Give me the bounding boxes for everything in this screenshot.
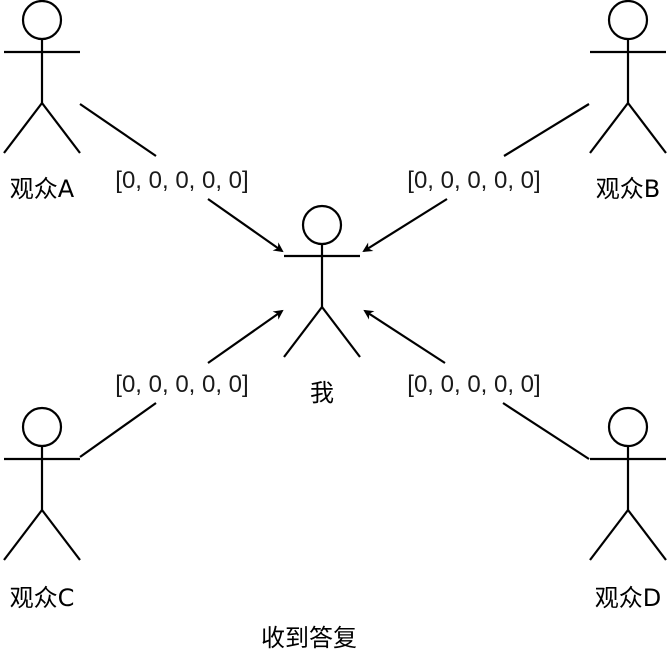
actor-me[interactable]: 我: [283, 204, 361, 407]
edge-b-label: [0, 0, 0, 0, 0]: [407, 167, 540, 194]
actor-a-label: 观众A: [10, 175, 75, 203]
edge-d-segment-1: [502, 402, 590, 460]
diagram-caption: 收到答复: [261, 624, 357, 652]
actor-c-head: [21, 406, 63, 448]
actor-d-head: [607, 406, 649, 448]
edge-c-segment-1: [79, 402, 157, 458]
edge-b-to-me[interactable]: [0, 0, 0, 0, 0]: [362, 103, 590, 253]
actor-d[interactable]: 观众D: [589, 406, 667, 612]
edge-a-segment-1: [79, 103, 157, 157]
actor-b-label: 观众B: [596, 175, 660, 203]
edge-c-arrow: [207, 309, 284, 364]
actor-c[interactable]: 观众C: [3, 406, 81, 612]
actor-me-head: [301, 204, 343, 246]
actor-a[interactable]: 观众A: [3, 0, 81, 203]
edge-a-to-me[interactable]: [0, 0, 0, 0, 0]: [79, 103, 284, 253]
actor-a-head: [21, 0, 63, 41]
edge-d-to-me[interactable]: [0, 0, 0, 0, 0]: [363, 309, 590, 460]
actor-b-head: [607, 0, 649, 41]
actor-me-label: 我: [310, 379, 334, 407]
actor-d-label: 观众D: [595, 584, 661, 612]
edge-a-label: [0, 0, 0, 0, 0]: [115, 167, 248, 194]
edge-c-label: [0, 0, 0, 0, 0]: [115, 371, 248, 398]
actor-c-label: 观众C: [10, 584, 75, 612]
edge-b-arrow: [362, 198, 448, 253]
edge-b-segment-1: [503, 103, 590, 157]
edge-d-label: [0, 0, 0, 0, 0]: [407, 371, 540, 398]
edge-d-arrow: [363, 309, 446, 364]
edge-a-arrow: [207, 198, 284, 253]
actor-b[interactable]: 观众B: [589, 0, 667, 203]
edge-c-to-me[interactable]: [0, 0, 0, 0, 0]: [79, 309, 284, 458]
